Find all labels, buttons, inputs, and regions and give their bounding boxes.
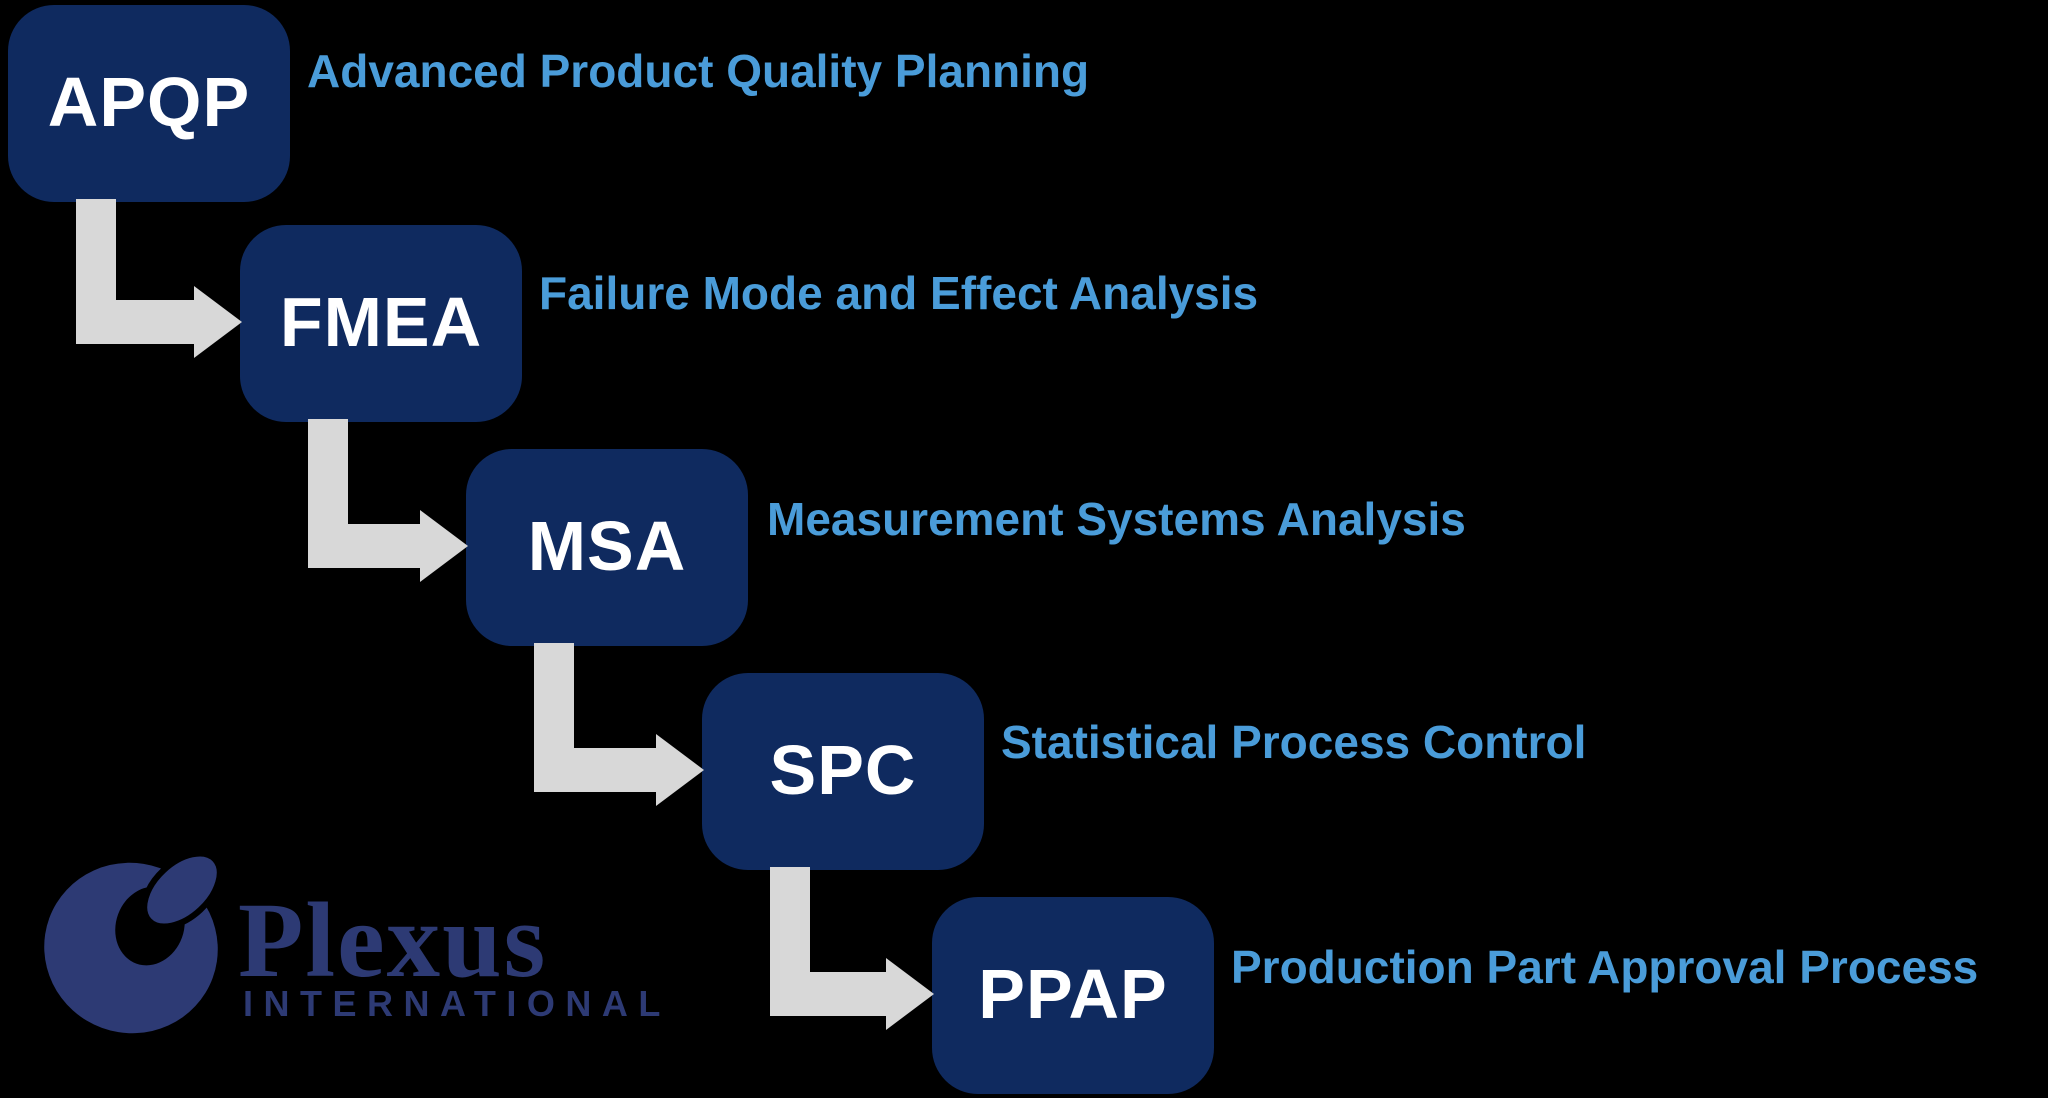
arrow-head-icon xyxy=(194,286,242,358)
arrow-horizontal-segment xyxy=(76,300,194,344)
arrow-head-icon xyxy=(656,734,704,806)
step-abbr-fmea: FMEA xyxy=(279,282,483,361)
plexus-logo-mark-icon xyxy=(44,850,223,1034)
step-box-ppap: PPAP xyxy=(932,897,1214,1094)
step-abbr-msa: MSA xyxy=(527,506,687,585)
arrow-horizontal-segment xyxy=(308,524,420,568)
step-abbr-spc: SPC xyxy=(769,730,917,809)
step-description-msa: Measurement Systems Analysis xyxy=(767,493,1466,545)
plexus-logo-subtext: INTERNATIONAL xyxy=(243,983,671,1024)
arrow-head-icon xyxy=(886,958,934,1030)
step-description-fmea: Failure Mode and Effect Analysis xyxy=(539,267,1259,319)
step-box-spc: SPC xyxy=(702,673,984,870)
step-description-ppap: Production Part Approval Process xyxy=(1231,941,1979,993)
step-box-fmea: FMEA xyxy=(240,225,522,422)
step-box-msa: MSA xyxy=(466,449,748,646)
arrow-horizontal-segment xyxy=(534,748,656,792)
step-abbr-ppap: PPAP xyxy=(978,954,1168,1033)
step-description-apqp: Advanced Product Quality Planning xyxy=(307,45,1090,97)
arrow-head-icon xyxy=(420,510,468,582)
step-box-apqp: APQP xyxy=(8,5,290,202)
arrow-horizontal-segment xyxy=(770,972,886,1016)
step-abbr-apqp: APQP xyxy=(47,62,251,141)
step-description-spc: Statistical Process Control xyxy=(1001,716,1587,768)
plexus-logo-wordmark: Plexus xyxy=(238,882,548,1000)
